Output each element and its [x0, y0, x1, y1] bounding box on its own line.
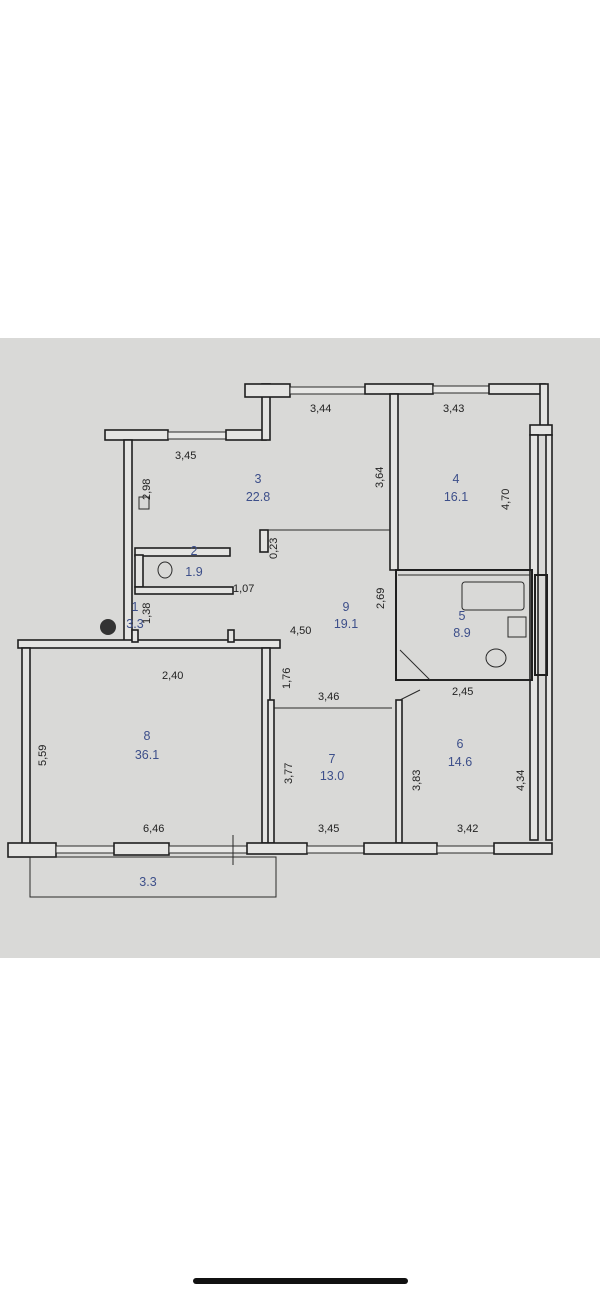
svg-text:3,64: 3,64 — [374, 467, 386, 488]
svg-text:3,77: 3,77 — [283, 763, 295, 784]
floor-plan: 1 3.3 2 1.9 3 22.8 4 16.1 5 8.9 6 14.6 7… — [7, 383, 553, 898]
svg-text:1: 1 — [132, 600, 139, 614]
svg-text:3,46: 3,46 — [318, 691, 339, 703]
ink-blot — [100, 619, 116, 635]
svg-text:22.8: 22.8 — [246, 490, 270, 504]
floor-plan-photo: 1 3.3 2 1.9 3 22.8 4 16.1 5 8.9 6 14.6 7… — [0, 338, 600, 958]
svg-text:4,34: 4,34 — [515, 770, 527, 791]
svg-text:2,98: 2,98 — [141, 479, 153, 500]
svg-text:3.3: 3.3 — [126, 617, 143, 631]
room-labels: 1 3.3 2 1.9 3 22.8 4 16.1 5 8.9 6 14.6 7… — [126, 472, 472, 889]
svg-text:7: 7 — [329, 752, 336, 766]
svg-text:1,76: 1,76 — [281, 668, 293, 689]
sink-icon — [507, 616, 527, 638]
svg-text:4,50: 4,50 — [290, 625, 311, 637]
svg-text:8.9: 8.9 — [453, 626, 470, 640]
svg-text:3,83: 3,83 — [411, 770, 423, 791]
svg-text:2,45: 2,45 — [452, 686, 473, 698]
svg-text:3,44: 3,44 — [310, 403, 331, 415]
svg-text:0,23: 0,23 — [268, 538, 280, 559]
svg-text:1.9: 1.9 — [185, 565, 202, 579]
svg-text:3: 3 — [255, 472, 262, 486]
home-indicator[interactable] — [193, 1278, 408, 1284]
svg-text:16.1: 16.1 — [444, 490, 468, 504]
svg-text:3,45: 3,45 — [175, 450, 196, 462]
svg-text:3.3: 3.3 — [139, 875, 156, 889]
toilet-icon — [157, 561, 173, 579]
svg-text:6: 6 — [457, 737, 464, 751]
svg-text:1,07: 1,07 — [233, 583, 254, 595]
svg-text:2,69: 2,69 — [375, 588, 387, 609]
svg-text:8: 8 — [144, 729, 151, 743]
svg-text:2,40: 2,40 — [162, 670, 183, 682]
bathtub-icon — [461, 581, 525, 611]
svg-text:4,70: 4,70 — [500, 489, 512, 510]
svg-text:9: 9 — [343, 600, 350, 614]
svg-text:2: 2 — [191, 544, 198, 558]
svg-text:3,43: 3,43 — [443, 403, 464, 415]
svg-text:4: 4 — [453, 472, 460, 486]
svg-text:5,59: 5,59 — [37, 745, 49, 766]
svg-text:14.6: 14.6 — [448, 755, 472, 769]
svg-text:36.1: 36.1 — [135, 748, 159, 762]
svg-text:5: 5 — [459, 609, 466, 623]
stove-icon — [138, 496, 150, 510]
svg-text:13.0: 13.0 — [320, 769, 344, 783]
svg-text:3,42: 3,42 — [457, 823, 478, 835]
toilet-icon — [485, 648, 507, 668]
svg-text:6,46: 6,46 — [143, 823, 164, 835]
dimensions: 3,45 3,44 3,43 2,98 3,64 4,70 1,07 0,23 … — [37, 403, 527, 835]
svg-text:19.1: 19.1 — [334, 617, 358, 631]
svg-text:1,38: 1,38 — [141, 603, 153, 624]
walls — [7, 383, 553, 898]
svg-text:3,45: 3,45 — [318, 823, 339, 835]
